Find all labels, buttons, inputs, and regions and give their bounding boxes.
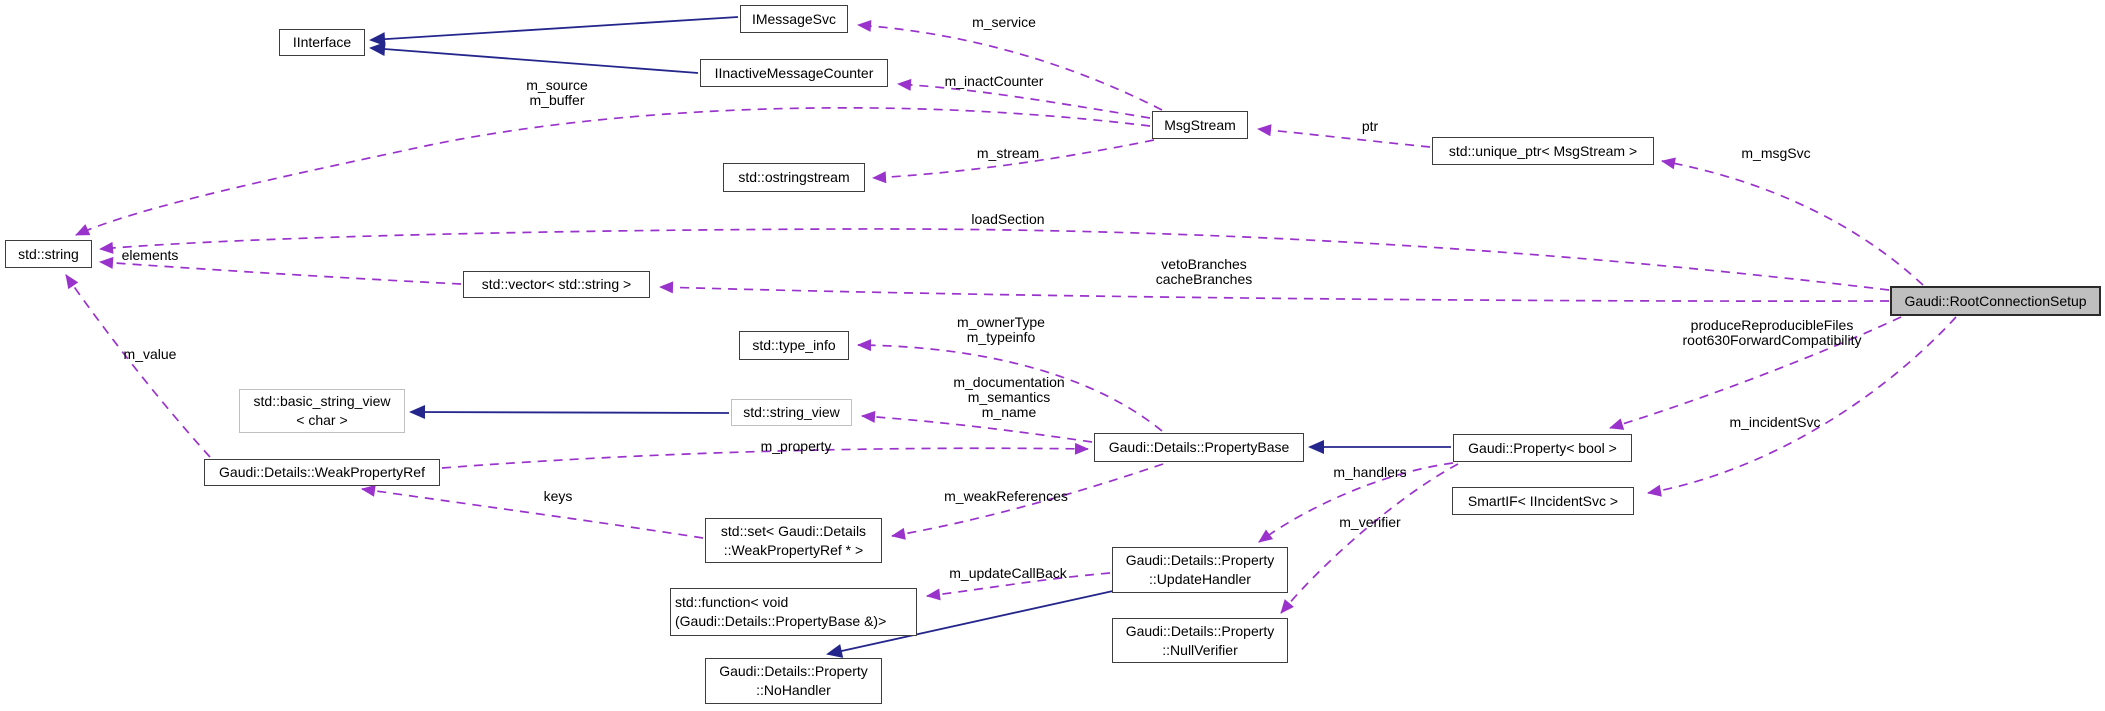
- edge-label-m-inactcounter: m_inactCounter: [944, 73, 1044, 89]
- node-nullverifier[interactable]: Gaudi::Details::Property ::NullVerifier: [1112, 618, 1288, 663]
- usage-edges: [65, 19, 1957, 614]
- node-propertybase[interactable]: Gaudi::Details::PropertyBase: [1094, 433, 1304, 462]
- node-string-view[interactable]: std::string_view: [731, 399, 852, 426]
- edge-label-m-handlers: m_handlers: [1333, 464, 1407, 480]
- edge-label-m-stream: m_stream: [976, 145, 1040, 161]
- edge-label-keys: keys: [543, 488, 573, 504]
- edge-label-m-value: m_value: [123, 346, 177, 362]
- edge-label-m-service: m_service: [972, 14, 1036, 30]
- node-iinactivemessagecounter[interactable]: IInactiveMessageCounter: [700, 59, 888, 87]
- edge-label-m-verifier: m_verifier: [1339, 514, 1401, 530]
- edge-label-m-msgsvc: m_msgSvc: [1741, 145, 1811, 161]
- node-weakpropertyref[interactable]: Gaudi::Details::WeakPropertyRef: [204, 459, 440, 486]
- node-updatehandler[interactable]: Gaudi::Details::Property ::UpdateHandler: [1112, 547, 1288, 593]
- node-set-weakpropertyref[interactable]: std::set< Gaudi::Details ::WeakPropertyR…: [705, 518, 882, 563]
- edge-label-ptr: ptr: [1361, 118, 1379, 134]
- edge-label-m-weakreferences: m_weakReferences: [944, 488, 1068, 504]
- edge-label-loadsection: loadSection: [971, 211, 1045, 227]
- node-smartif-iincidentsvc[interactable]: SmartIF< IIncidentSvc >: [1452, 487, 1634, 515]
- node-function-void[interactable]: std::function< void (Gaudi::Details::Pro…: [670, 588, 917, 636]
- edge-label-m-documentation-semantics-name: m_documentation m_semantics m_name: [953, 374, 1065, 420]
- node-vector-string[interactable]: std::vector< std::string >: [463, 271, 650, 298]
- node-iinterface[interactable]: IInterface: [279, 29, 365, 56]
- node-ostringstream[interactable]: std::ostringstream: [723, 163, 865, 192]
- edge-label-m-updatecallback: m_updateCallBack: [949, 565, 1067, 581]
- node-string[interactable]: std::string: [5, 240, 92, 268]
- edge-label-m-source-m-buffer: m_source m_buffer: [526, 77, 588, 108]
- inheritance-edges: [369, 16, 1451, 658]
- node-rootconnectionsetup[interactable]: Gaudi::RootConnectionSetup: [1890, 286, 2101, 316]
- edge-label-m-incidentsvc: m_incidentSvc: [1729, 414, 1821, 430]
- node-property-bool[interactable]: Gaudi::Property< bool >: [1453, 434, 1632, 462]
- node-imessagesvc[interactable]: IMessageSvc: [740, 5, 848, 33]
- node-unique-ptr-msgstream[interactable]: std::unique_ptr< MsgStream >: [1432, 137, 1654, 165]
- edge-label-elements: elements: [121, 247, 179, 263]
- node-msgstream[interactable]: MsgStream: [1152, 111, 1248, 139]
- node-nohandler[interactable]: Gaudi::Details::Property ::NoHandler: [705, 658, 882, 704]
- edge-label-m-ownertype-m-typeinfo: m_ownerType m_typeinfo: [957, 314, 1045, 345]
- edge-label-veto-cache-branches: vetoBranches cacheBranches: [1155, 256, 1253, 287]
- node-basic-string-view[interactable]: std::basic_string_view < char >: [239, 389, 405, 433]
- edge-label-producereproduciblefiles: produceReproducibleFiles root630ForwardC…: [1682, 317, 1862, 348]
- edge-label-m-property: m_property: [760, 438, 832, 454]
- node-type-info[interactable]: std::type_info: [739, 331, 849, 360]
